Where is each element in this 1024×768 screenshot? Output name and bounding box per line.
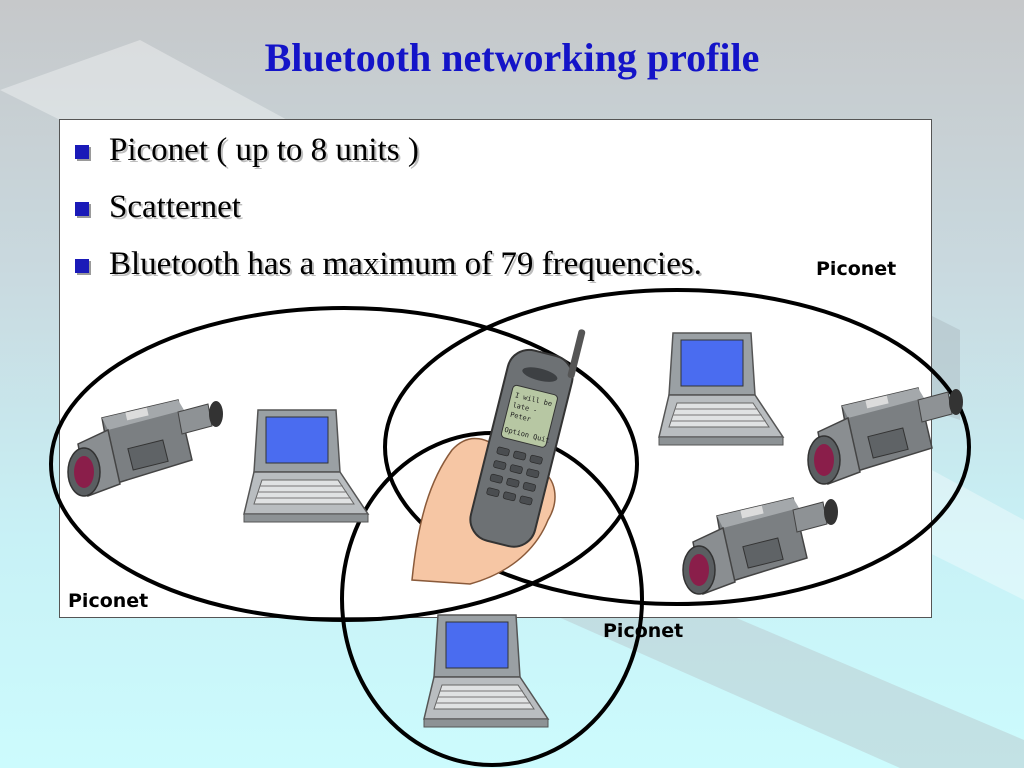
- camcorder-icon: [807, 387, 964, 485]
- bullet-item: Bluetooth has a maximum of 79 frequencie…: [73, 246, 702, 303]
- camcorder-icon: [682, 497, 839, 595]
- bullet-list: Piconet ( up to 8 units ) Scatternet Blu…: [73, 132, 702, 303]
- square-bullet-icon: [75, 202, 89, 216]
- laptop-icon: [423, 614, 549, 728]
- bullet-text: Bluetooth has a maximum of 79 frequencie…: [109, 246, 702, 282]
- laptop-icon: [658, 332, 784, 446]
- bullet-text: Piconet ( up to 8 units ): [109, 132, 419, 168]
- slide-title: Bluetooth networking profile: [264, 35, 760, 80]
- square-bullet-icon: [75, 259, 89, 273]
- piconet-label: Piconet: [603, 620, 684, 642]
- camcorder-icon: [67, 399, 224, 497]
- piconet-ellipse-right: [383, 288, 971, 606]
- laptop-icon: [243, 409, 369, 523]
- piconet-label: Piconet: [68, 590, 149, 612]
- square-bullet-icon: [75, 145, 89, 159]
- bullet-text: Scatternet: [109, 189, 241, 225]
- mobile-phone-icon: I will be late - Peter Option Quit: [469, 329, 586, 548]
- bullet-item: Piconet ( up to 8 units ): [73, 132, 702, 189]
- piconet-label: Piconet: [816, 258, 897, 280]
- bullet-item: Scatternet: [73, 189, 702, 246]
